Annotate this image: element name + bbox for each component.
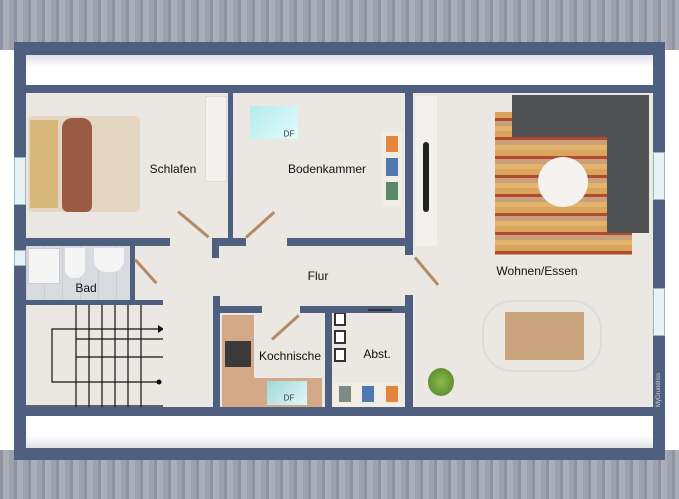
wardrobe xyxy=(205,96,227,182)
attic-strip-top xyxy=(26,55,653,85)
wall xyxy=(26,300,163,305)
wall xyxy=(212,238,246,246)
toilet xyxy=(65,248,85,278)
wall xyxy=(405,295,413,407)
wall xyxy=(405,93,413,255)
wall xyxy=(130,246,135,258)
wall xyxy=(325,306,332,407)
pillows xyxy=(30,120,58,208)
wall xyxy=(130,283,135,303)
wall xyxy=(26,407,653,416)
room-label-kochnische: Kochnische xyxy=(258,349,322,363)
sofa xyxy=(607,95,649,233)
blanket xyxy=(62,118,92,212)
room-label-abstell: Abst. xyxy=(363,347,391,361)
skylight-label: DF xyxy=(283,129,295,139)
attic-strip-bottom xyxy=(26,416,653,448)
wall xyxy=(228,93,233,246)
wall xyxy=(392,306,413,313)
dining-table xyxy=(505,312,584,360)
watermark: MyGrundriss xyxy=(656,372,662,408)
shelf-box xyxy=(334,348,346,362)
window xyxy=(653,152,665,200)
box xyxy=(386,386,398,402)
shelf-box xyxy=(334,312,346,326)
wall xyxy=(287,238,405,246)
box xyxy=(386,182,398,200)
wall xyxy=(213,306,262,313)
door-gap-3 xyxy=(404,255,414,295)
box xyxy=(339,386,351,402)
stairwell xyxy=(26,305,163,407)
wall xyxy=(300,306,368,313)
room-label-bodenkammer: Bodenkammer xyxy=(287,162,367,176)
stove-icon xyxy=(225,341,251,367)
roof-top xyxy=(0,0,679,50)
tv xyxy=(423,142,429,212)
wall xyxy=(213,296,220,407)
room-label-wohnen-essen: Wohnen/Essen xyxy=(496,264,578,278)
door-gap-4 xyxy=(262,306,300,314)
sliding-door[interactable] xyxy=(368,309,392,311)
box xyxy=(386,136,398,152)
bathtub xyxy=(28,248,60,284)
room-label-schlafen: Schlafen xyxy=(149,162,197,176)
box xyxy=(386,158,398,176)
door-gap-1 xyxy=(170,238,212,248)
window xyxy=(653,288,665,336)
chairs xyxy=(482,300,602,372)
shelf-box xyxy=(334,330,346,344)
coffee-table xyxy=(538,157,588,207)
flur-lower xyxy=(163,300,213,407)
box xyxy=(362,386,374,402)
skylight-icon xyxy=(267,381,307,405)
wall xyxy=(212,246,219,258)
wall xyxy=(26,238,170,246)
staircase xyxy=(26,305,163,407)
door-gap-2 xyxy=(246,238,287,248)
room-label-bad: Bad xyxy=(75,281,97,295)
room-flur xyxy=(135,246,405,306)
window xyxy=(14,250,26,266)
room-label-flur: Flur xyxy=(307,269,329,283)
wall xyxy=(26,85,653,93)
skylight-icon xyxy=(250,106,298,139)
sink xyxy=(94,248,124,272)
plant xyxy=(428,368,454,396)
skylight-label: DF xyxy=(283,393,295,403)
window xyxy=(14,157,26,205)
